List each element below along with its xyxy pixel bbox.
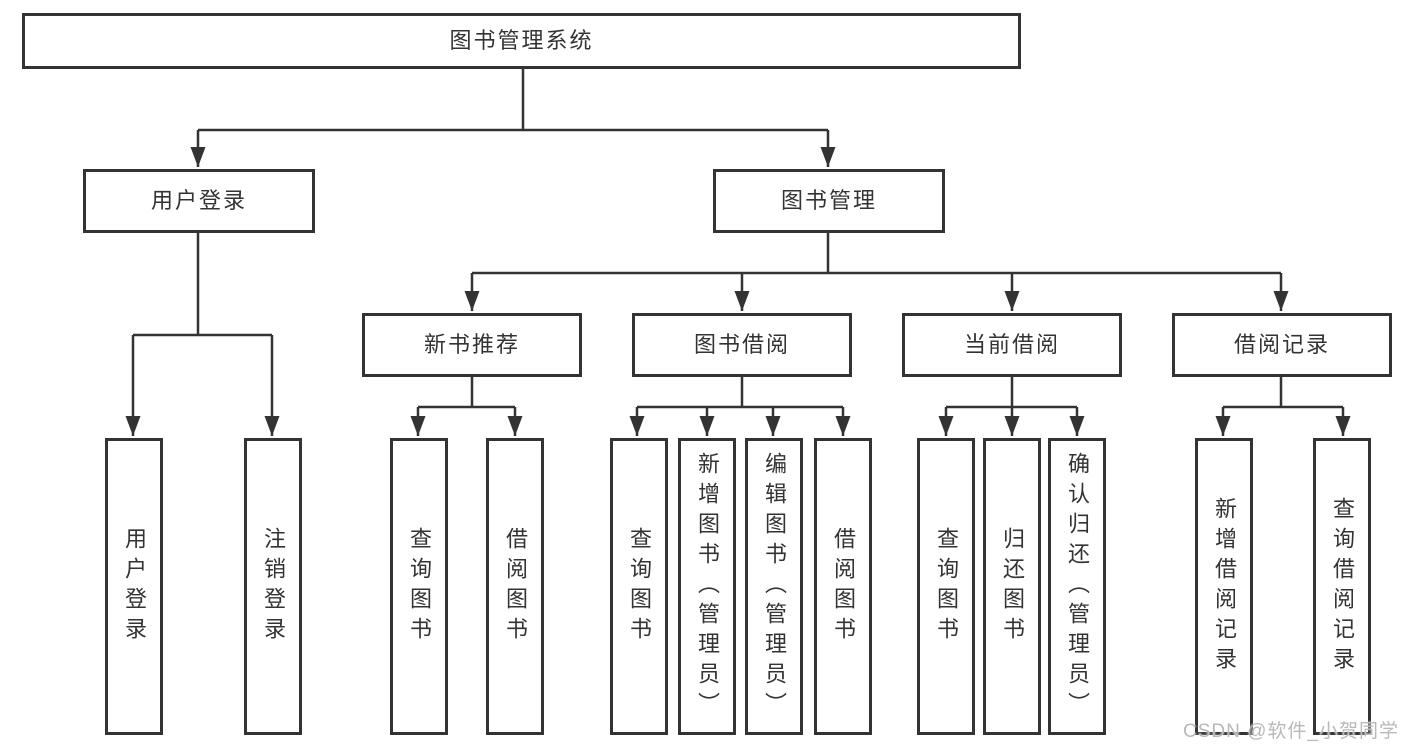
leaf-borrow-books: 借阅图书	[814, 438, 872, 735]
leaf-add-borrow-record: 新增借阅记录	[1195, 438, 1253, 735]
leaf-logout: 注销登录	[244, 438, 302, 735]
leaf-confirm-return-admin: 确认归还（管理员）	[1048, 438, 1106, 735]
node-current-borrow: 当前借阅	[902, 313, 1122, 377]
leaf-query-books-borrow: 查询图书	[610, 438, 668, 735]
leaf-borrow-books-recommend: 借阅图书	[486, 438, 544, 735]
csdn-watermark: CSDN @软件_小贺同学	[1183, 721, 1399, 742]
leaf-query-books-current: 查询图书	[917, 438, 975, 735]
node-borrow-record: 借阅记录	[1172, 313, 1392, 377]
node-root: 图书管理系统	[22, 13, 1021, 69]
node-book-borrow: 图书借阅	[632, 313, 852, 377]
leaf-edit-books-admin: 编辑图书（管理员）	[745, 438, 803, 735]
leaf-return-books: 归还图书	[983, 438, 1041, 735]
leaf-add-books-admin: 新增图书（管理员）	[678, 438, 736, 735]
leaf-user-login: 用户登录	[105, 438, 163, 735]
node-book-management: 图书管理	[713, 169, 945, 233]
node-user-login: 用户登录	[83, 169, 315, 233]
node-new-book-recommend: 新书推荐	[362, 313, 582, 377]
leaf-query-borrow-record: 查询借阅记录	[1313, 438, 1371, 735]
leaf-query-books-recommend: 查询图书	[390, 438, 448, 735]
